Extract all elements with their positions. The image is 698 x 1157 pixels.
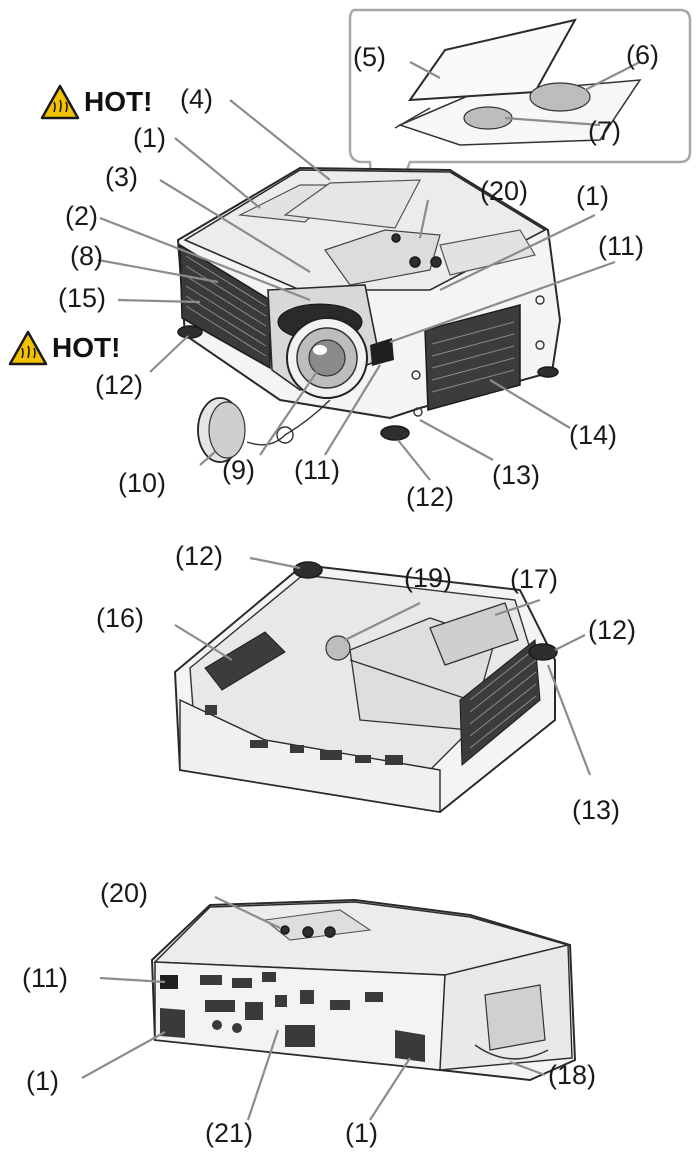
label-13-top: (13) [492, 462, 540, 489]
inset-button-large [530, 83, 590, 111]
label-7: (7) [588, 118, 621, 145]
label-19: (19) [404, 565, 452, 592]
hot-warning-top: HOT! [40, 84, 152, 120]
label-21: (21) [205, 1120, 253, 1147]
label-1-rear-left: (1) [26, 1068, 59, 1095]
label-8: (8) [70, 243, 103, 270]
warning-triangle-icon [8, 330, 48, 366]
label-13-bottom: (13) [572, 797, 620, 824]
label-12-top-left: (12) [95, 372, 143, 399]
label-14: (14) [569, 422, 617, 449]
label-1-top-right: (1) [576, 183, 609, 210]
label-1-rear-right: (1) [345, 1120, 378, 1147]
label-3: (3) [105, 164, 138, 191]
label-1-top-left: (1) [133, 125, 166, 152]
label-17: (17) [510, 566, 558, 593]
hot-warning-side-text: HOT! [52, 334, 120, 362]
label-18: (18) [548, 1062, 596, 1089]
label-16: (16) [96, 605, 144, 632]
label-20-rear: (20) [100, 880, 148, 907]
label-12-bottom-right: (12) [588, 617, 636, 644]
label-10: (10) [118, 470, 166, 497]
inset-button-small [464, 107, 512, 129]
label-6: (6) [626, 42, 659, 69]
label-11-rear: (11) [22, 965, 68, 992]
label-12-bottom-left: (12) [175, 543, 223, 570]
label-11-top-bottom: (11) [294, 457, 340, 484]
label-20-top: (20) [480, 178, 528, 205]
hot-warning-side: HOT! [8, 330, 120, 366]
label-9: (9) [222, 457, 255, 484]
label-2: (2) [65, 203, 98, 230]
warning-triangle-icon [40, 84, 80, 120]
label-15: (15) [58, 285, 106, 312]
projector-bottom-view [175, 558, 590, 812]
hot-warning-top-text: HOT! [84, 88, 152, 116]
label-11-top-right: (11) [598, 233, 644, 260]
label-4: (4) [180, 86, 213, 113]
projector-rear-view [82, 897, 575, 1120]
label-5: (5) [353, 44, 386, 71]
label-12-top-bottom: (12) [406, 484, 454, 511]
